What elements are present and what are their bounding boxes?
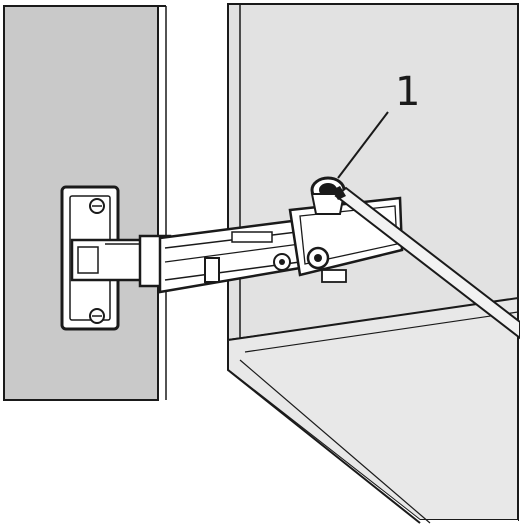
hinge-knuckle xyxy=(70,234,172,288)
lower-screw-icon xyxy=(89,308,105,324)
upper-screw-icon xyxy=(89,198,105,214)
callout-label: 1 xyxy=(395,69,420,115)
cabinet-shelf xyxy=(227,296,519,524)
adjustment-screw-icon xyxy=(306,246,330,270)
callout-leader-line xyxy=(337,111,389,179)
screwdriver-icon xyxy=(332,186,520,340)
